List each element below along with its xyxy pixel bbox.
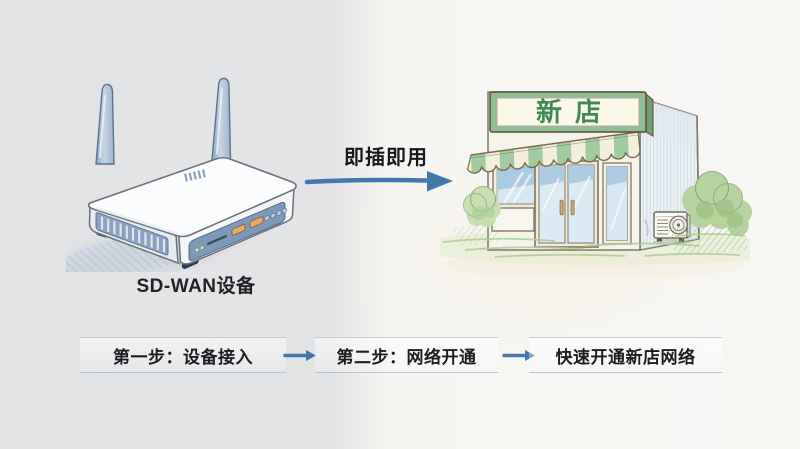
- left-bush: [463, 185, 501, 227]
- step-item-2: 第二步：网络开通: [315, 337, 498, 373]
- card-slot: [207, 234, 227, 246]
- router-vent-panel: [95, 212, 169, 256]
- store-sign-text: 新店: [536, 97, 614, 127]
- round-buttons: [264, 207, 288, 221]
- right-bush: [682, 170, 752, 236]
- step-label: 第一步：设备接入: [113, 347, 253, 367]
- status-led: [200, 245, 204, 250]
- plug-and-play-label: 即插即用: [344, 147, 428, 169]
- store-left-window: [492, 162, 542, 213]
- router-illustration: [66, 77, 297, 272]
- step-label: 第二步：网络开通: [336, 347, 477, 367]
- door-handle: [570, 199, 575, 216]
- network-port: [249, 216, 264, 228]
- router-body: [87, 156, 297, 269]
- store-illustration: 新店: [440, 91, 752, 278]
- ac-vent-slats: [657, 219, 668, 235]
- grass-hatch-right: [667, 220, 747, 256]
- status-led: [195, 247, 199, 252]
- door-handle: [559, 199, 564, 216]
- step-item-1: 第一步：设备接入: [80, 337, 286, 373]
- router-antennas: [95, 77, 232, 165]
- store-double-door: [534, 160, 599, 248]
- device-label: SD-WAN设备: [136, 276, 256, 297]
- store-sign: 新店: [489, 91, 654, 137]
- step-arrow-icon: [283, 350, 316, 361]
- router-logo-marks: [184, 169, 206, 182]
- router-port-panel: [188, 201, 288, 261]
- step-label: 快速开通新店网络: [555, 347, 696, 367]
- network-port: [231, 224, 246, 236]
- flow-arrow-icon: [304, 171, 453, 192]
- step-item-3: 快速开通新店网络: [529, 337, 722, 373]
- grass-hatch-left: [453, 222, 501, 246]
- store-right-window: [602, 162, 632, 245]
